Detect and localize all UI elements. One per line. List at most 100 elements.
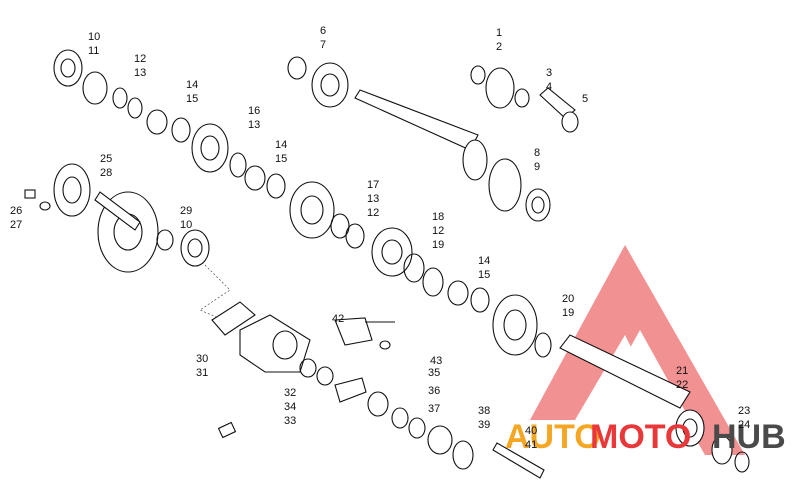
callout-17: 17: [367, 179, 379, 191]
callout-42: 42: [332, 313, 344, 325]
bearing-25: [53, 163, 91, 217]
callout-41: 41: [525, 439, 537, 451]
shaft-gear-a: [462, 139, 488, 181]
callout-31: 31: [196, 367, 208, 379]
callout-25: 25: [100, 153, 112, 165]
callout-10: 10: [180, 219, 192, 231]
callout-13: 13: [367, 193, 379, 205]
housing-31: [239, 314, 311, 373]
needle-bearing-15b: [266, 173, 286, 199]
gear-17: [289, 181, 335, 239]
ring-34: [316, 366, 334, 386]
gear-16: [191, 123, 229, 173]
bolt-40: [492, 442, 545, 479]
callout-24: 24: [738, 419, 750, 431]
callout-22: 22: [676, 379, 688, 391]
bushing-14b: [244, 165, 266, 191]
callout-21: 21: [676, 365, 688, 377]
washer-27: [39, 201, 51, 211]
callout-7: 7: [320, 39, 326, 51]
callout-2: 2: [496, 41, 502, 53]
washer-19: [422, 267, 444, 297]
callout-19: 19: [562, 307, 574, 319]
callout-4: 4: [546, 81, 552, 93]
washer-3: [514, 88, 530, 108]
washer-19b: [534, 332, 552, 358]
callout-18: 18: [432, 211, 444, 223]
callout-43: 43: [430, 355, 442, 367]
callout-15: 15: [478, 269, 490, 281]
callout-32: 32: [284, 387, 296, 399]
logo-triangle-left: [530, 245, 690, 420]
callout-26: 26: [10, 205, 22, 217]
callout-23: 23: [738, 405, 750, 417]
bushing-14: [146, 109, 168, 135]
needle-bearing-15c: [470, 287, 490, 313]
bearing-10: [53, 49, 83, 87]
callout-12: 12: [432, 225, 444, 237]
bolt-26: [24, 189, 36, 199]
callout-6: 6: [320, 25, 326, 37]
brand-hub: HUB: [712, 418, 786, 456]
callout-35: 35: [428, 367, 440, 379]
sleeve-18: [371, 227, 413, 277]
callout-34: 34: [284, 401, 296, 413]
callout-12: 12: [134, 53, 146, 65]
brand-moto: MOTO: [590, 418, 691, 456]
callout-36: 36: [428, 385, 440, 397]
callout-9: 9: [534, 161, 540, 173]
callout-14: 14: [275, 139, 287, 151]
ring-1: [470, 65, 486, 85]
seal-32: [299, 358, 317, 378]
gear-11: [82, 71, 108, 105]
callout-28: 28: [100, 167, 112, 179]
callout-13: 13: [248, 119, 260, 131]
callout-8: 8: [534, 147, 540, 159]
gear-shaft: [94, 191, 141, 231]
callout-15: 15: [275, 153, 287, 165]
callout-39: 39: [478, 419, 490, 431]
bearing-22: [675, 409, 705, 447]
gasket-30: [211, 301, 256, 336]
callout-13: 13: [134, 67, 146, 79]
gear-35: [367, 391, 389, 417]
needle-bearing-15: [171, 117, 191, 143]
washer-13c: [330, 213, 350, 239]
left-gear-assembly: [24, 163, 236, 326]
gear-20: [492, 294, 538, 356]
lower-housing-assembly: [211, 301, 545, 479]
washer-36: [391, 407, 409, 429]
output-shaft: [559, 334, 750, 473]
callout-3: 3: [546, 67, 552, 79]
callout-5: 5: [582, 93, 588, 105]
ring-6: [287, 56, 307, 80]
switch-42: [334, 317, 373, 346]
bearing-10b: [180, 229, 210, 267]
upper-right-shaft: [287, 56, 579, 222]
plate-39: [452, 440, 474, 470]
gear-8: [488, 158, 522, 212]
callout-29: 29: [180, 205, 192, 217]
callout-14: 14: [478, 255, 490, 267]
watermark-wordmark: AUTO MOTO HUB: [505, 418, 786, 456]
callout-12: 12: [367, 207, 379, 219]
callout-19: 19: [432, 239, 444, 251]
pin-4: [539, 87, 576, 119]
callout-37: 37: [428, 403, 440, 415]
callout-38: 38: [478, 405, 490, 417]
logo-triangle-right: [625, 245, 745, 455]
upper-left-stack: [53, 49, 552, 358]
main-shaft: [354, 89, 479, 151]
callout-15: 15: [186, 93, 198, 105]
ring-38: [427, 425, 453, 455]
callout-40: 40: [525, 425, 537, 437]
cap-5: [561, 111, 579, 133]
gear-2: [485, 67, 515, 109]
callout-30: 30: [196, 353, 208, 365]
screw-43: [379, 340, 391, 350]
shaft-33: [334, 377, 367, 403]
callout-20: 20: [562, 293, 574, 305]
callout-1: 1: [496, 27, 502, 39]
